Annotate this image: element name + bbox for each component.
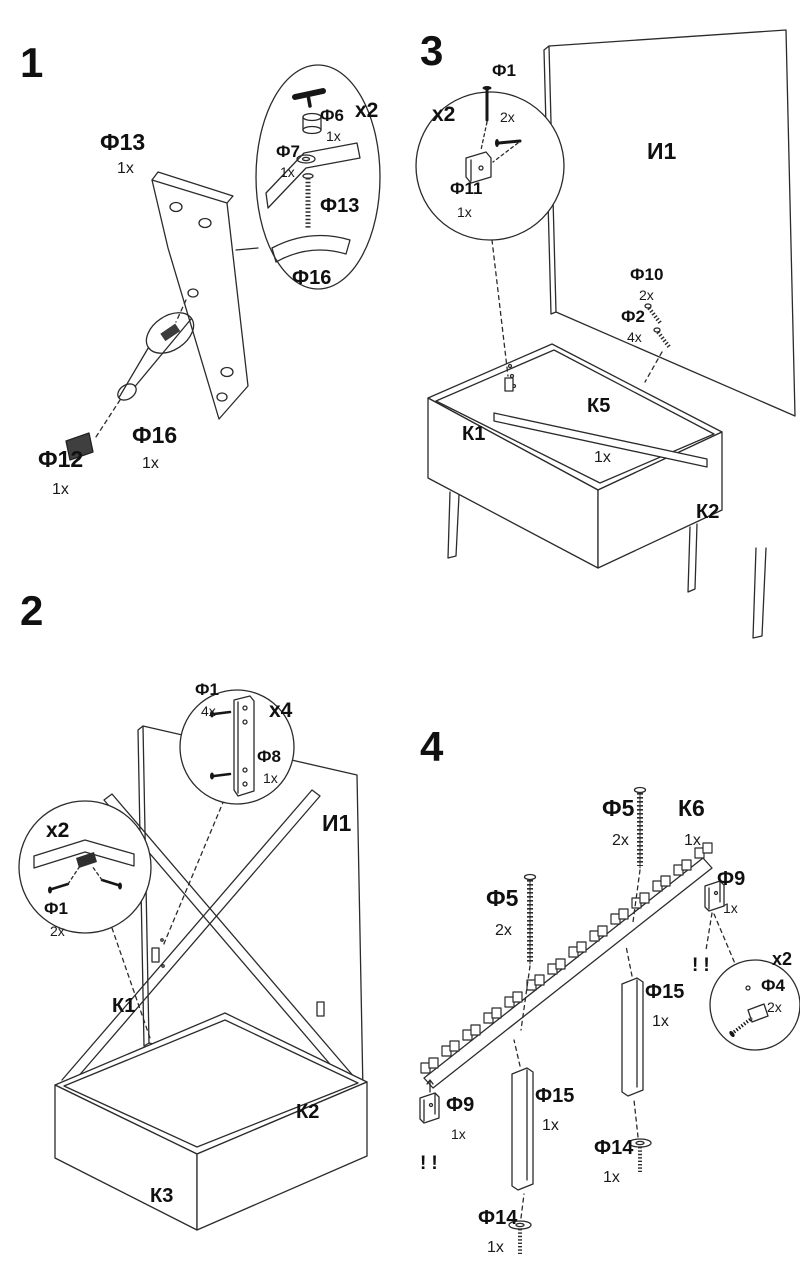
step3-art xyxy=(415,29,796,639)
step2-detail-x2-multiplier: x2 xyxy=(46,819,70,842)
step3-detail-f1-label: Ф1 xyxy=(492,61,516,80)
step1-detail-multiplier: x2 xyxy=(355,99,379,122)
step4-bracket-f9-left-label: Ф9 xyxy=(446,1094,475,1116)
step2-rail-k2-label: К2 xyxy=(296,1101,320,1123)
step2-detail-x4-f8-qty: 1x xyxy=(263,770,278,786)
step1-art xyxy=(65,64,381,461)
step4-warning-left: !! xyxy=(420,1153,443,1174)
step3-slat-k5 xyxy=(493,412,708,468)
step4-screw-f5-left-label: Ф5 xyxy=(486,885,519,911)
step4-detail-multiplier: x2 xyxy=(772,949,793,969)
step3-detail-f11-label: Ф11 xyxy=(450,179,483,198)
step3-headboard-i1 xyxy=(548,29,796,417)
step4-foot-f14-left-qty: 1x xyxy=(487,1239,504,1256)
step4-screw-f5-left xyxy=(523,873,537,965)
step3-part-f2-label: Ф2 xyxy=(621,307,645,326)
step3-rail-k1-label: К1 xyxy=(462,423,486,445)
step4-bracket-f9-left-qty: 1x xyxy=(451,1126,466,1142)
step4-leg-f15-left xyxy=(511,1067,534,1191)
step4-bracket-f9-left xyxy=(419,1092,440,1124)
step4-foot-f14-left-label: Ф14 xyxy=(478,1207,518,1229)
step1-detail-f13-label: Ф13 xyxy=(320,195,360,217)
step2-detail-x4-multiplier: x4 xyxy=(269,699,293,722)
step1-part-f12-label: Ф12 xyxy=(38,446,84,472)
step4-screw-f5-right-label: Ф5 xyxy=(602,795,635,821)
step3-number: 3 xyxy=(420,27,444,74)
step4-screw-f5-left-qty: 2x xyxy=(495,922,512,939)
step3-part-f2-qty: 4x xyxy=(627,329,642,345)
step4-number: 4 xyxy=(420,723,444,770)
step4-rail-k6-label: К6 xyxy=(678,795,705,821)
step4-screw-f5-right xyxy=(633,786,647,869)
step2-detail-x2-f1-label: Ф1 xyxy=(44,899,68,918)
step4-leg-f15-left-label: Ф15 xyxy=(535,1085,575,1107)
step3-part-f10-label: Ф10 xyxy=(630,265,664,284)
step2-detail-x4-f1-qty: 4x xyxy=(201,703,216,719)
step4-foot-f14-right-qty: 1x xyxy=(603,1169,620,1186)
step1-detail-f7-qty: 1x xyxy=(280,164,295,180)
step4-leg-f15-right-qty: 1x xyxy=(652,1013,669,1030)
step4-rail-k6-qty: 1x xyxy=(684,832,701,849)
step1-part-f16-qty: 1x xyxy=(142,455,159,472)
step4-leg-f15-left-qty: 1x xyxy=(542,1117,559,1134)
step1-detail-f7-label: Ф7 xyxy=(276,142,300,161)
step2-detail-balloon-x2 xyxy=(18,800,152,934)
step1-part-f13-qty: 1x xyxy=(117,160,134,177)
step4-rail-k6 xyxy=(420,842,713,1089)
step4-art xyxy=(419,786,800,1254)
step1-leg-f16 xyxy=(117,312,195,401)
step4-foot-f14-right-label: Ф14 xyxy=(594,1137,634,1159)
step4-detail-f4-label: Ф4 xyxy=(761,976,785,995)
step1-detail-f6-qty: 1x xyxy=(326,128,341,144)
step2-detail-balloon-x4 xyxy=(179,689,295,805)
step1-part-f12-qty: 1x xyxy=(52,481,69,498)
step1-detail-f16-label: Ф16 xyxy=(292,267,332,289)
step2-rail-k3-label: К3 xyxy=(150,1185,174,1207)
step3-slat-k5-qty: 1x xyxy=(594,449,611,466)
step4-foot-f14-right xyxy=(628,1138,652,1172)
step2-art xyxy=(18,689,368,1231)
step3-slat-k5-label: К5 xyxy=(587,395,611,417)
step3-panel-i1-label: И1 xyxy=(647,138,677,164)
step1-part-f16-label: Ф16 xyxy=(132,422,178,448)
step3-detail-balloon xyxy=(415,86,565,377)
step2-number: 2 xyxy=(20,587,44,634)
step3-rail-k2-label: К2 xyxy=(696,501,720,523)
step1-detail-balloon xyxy=(255,64,381,290)
step4-detail-balloon xyxy=(709,913,800,1051)
step2-detail-x4-f8-label: Ф8 xyxy=(257,747,281,766)
step3-frame xyxy=(427,343,767,639)
step1-pad-f12 xyxy=(65,432,94,461)
step3-detail-f1-qty: 2x xyxy=(500,109,515,125)
step1-panel-f13 xyxy=(151,179,249,420)
step3-screws-f10-f2 xyxy=(644,303,672,383)
step3-detail-multiplier: x2 xyxy=(432,103,456,126)
step4-bracket-f9-right-qty: 1x xyxy=(723,900,738,916)
step3-part-f10-qty: 2x xyxy=(639,287,654,303)
step4-screw-f5-right-qty: 2x xyxy=(612,832,629,849)
step4-leg-f15-right-label: Ф15 xyxy=(645,981,685,1003)
step2-detail-x2-f1-qty: 2x xyxy=(50,923,65,939)
step4-foot-f14-left xyxy=(508,1220,532,1254)
step4-detail-f4-qty: 2x xyxy=(767,999,782,1015)
step4-leg-f15-right xyxy=(621,977,644,1097)
step2-rail-k1-label: К1 xyxy=(112,995,136,1017)
step4-warning-right: !! xyxy=(692,955,715,976)
step1-part-f13-label: Ф13 xyxy=(100,129,146,155)
step2-detail-x4-f1-label: Ф1 xyxy=(195,680,219,699)
step1-number: 1 xyxy=(20,39,44,86)
step4-bracket-f9-right xyxy=(704,880,725,912)
step3-detail-f11-qty: 1x xyxy=(457,204,472,220)
step1-detail-f6-label: Ф6 xyxy=(320,106,344,125)
step4-bracket-f9-right-label: Ф9 xyxy=(717,868,746,890)
step2-panel-i1-label: И1 xyxy=(322,810,352,836)
